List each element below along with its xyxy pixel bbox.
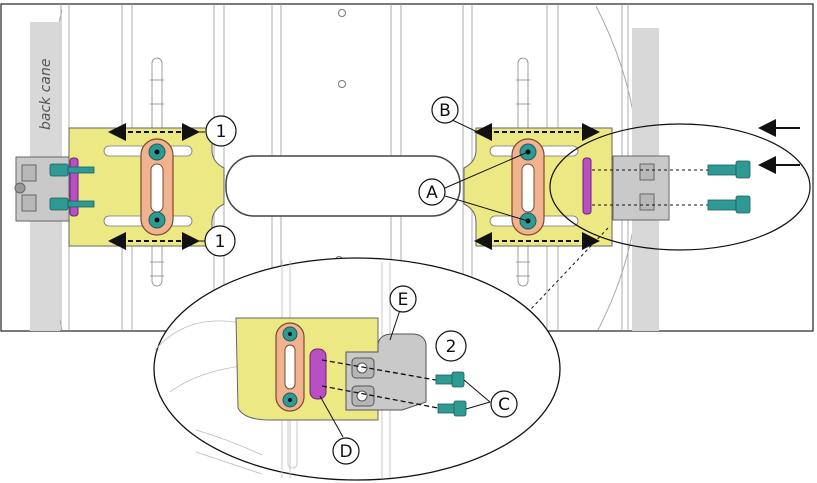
svg-text:A: A bbox=[426, 183, 438, 203]
back-cane-label: back cane bbox=[38, 59, 54, 130]
callout-a: A bbox=[419, 179, 445, 205]
callout-c: C bbox=[491, 391, 517, 417]
svg-text:E: E bbox=[398, 290, 409, 310]
callout-1-top: 1 bbox=[206, 116, 236, 146]
zoom-spacer bbox=[310, 349, 326, 399]
svg-text:C: C bbox=[498, 395, 510, 415]
callout-e: E bbox=[390, 286, 416, 312]
svg-text:1: 1 bbox=[215, 232, 226, 252]
svg-text:1: 1 bbox=[216, 122, 227, 142]
svg-text:D: D bbox=[339, 442, 352, 462]
left-strap bbox=[141, 139, 173, 235]
callout-1-bottom: 1 bbox=[205, 226, 235, 256]
callout-b: B bbox=[432, 97, 458, 123]
right-clamp bbox=[613, 156, 669, 220]
svg-text:2: 2 bbox=[446, 337, 457, 357]
right-spacer bbox=[583, 158, 591, 214]
svg-text:B: B bbox=[439, 101, 451, 121]
callout-d: D bbox=[333, 438, 359, 464]
callout-2: 2 bbox=[436, 331, 466, 361]
zoom-strap bbox=[276, 323, 304, 411]
